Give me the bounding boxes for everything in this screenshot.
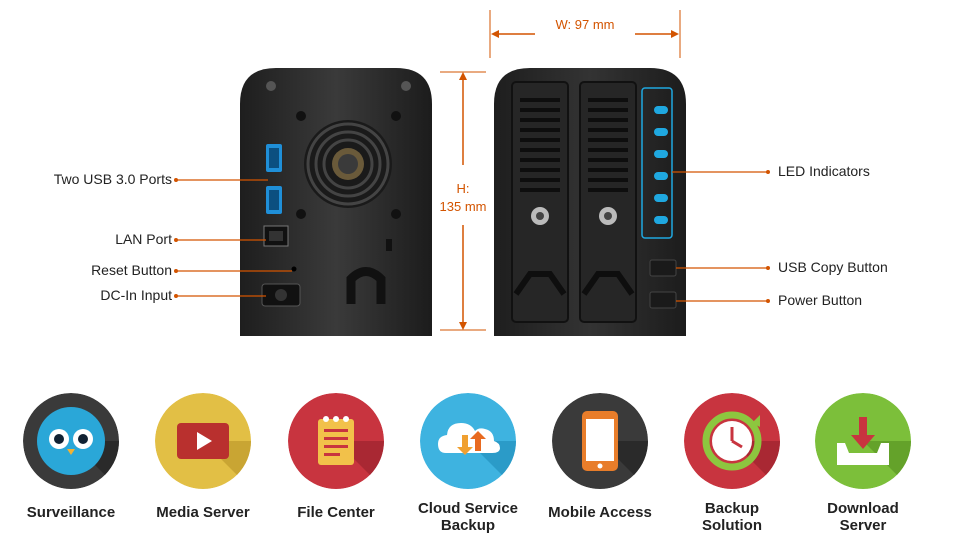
cloud-sync-icon — [420, 393, 516, 489]
led-indicators-label: LED Indicators — [778, 163, 870, 179]
rear-device-view — [240, 68, 432, 336]
dc-in-label: DC-In Input — [100, 287, 172, 303]
mobile-access-label: Mobile Access — [548, 504, 652, 521]
fan-icon — [304, 120, 392, 208]
download-server-feature — [815, 393, 911, 489]
mobile-access-feature — [552, 393, 648, 489]
download-tray-icon — [815, 393, 911, 489]
smartphone-icon — [552, 393, 648, 489]
lan-port-label: LAN Port — [115, 231, 172, 247]
surveillance-label: Surveillance — [26, 504, 116, 521]
media-server-label: Media Server — [156, 504, 250, 521]
notepad-icon — [288, 393, 384, 489]
reset-button-label: Reset Button — [91, 262, 172, 278]
file-center-feature — [288, 393, 384, 489]
width-dimension-label: W: 97 mm — [555, 17, 615, 32]
clock-arrow-icon — [684, 393, 780, 489]
owl-icon — [23, 393, 119, 489]
backup-solution-feature — [684, 393, 780, 489]
front-device-view — [494, 68, 686, 336]
surveillance-feature — [23, 393, 119, 489]
usb-ports-label: Two USB 3.0 Ports — [53, 171, 172, 187]
height-dimension-value: 135 mm — [439, 199, 487, 214]
video-icon — [155, 393, 251, 489]
power-button-label: Power Button — [778, 292, 863, 308]
file-center-label: File Center — [297, 504, 375, 521]
media-server-feature — [155, 393, 251, 489]
usb-copy-button-label: USB Copy Button — [778, 259, 888, 275]
height-dimension-letter: H: — [456, 181, 470, 196]
cloud-service-backup-feature — [420, 393, 516, 489]
dimension-lines — [174, 10, 770, 331]
